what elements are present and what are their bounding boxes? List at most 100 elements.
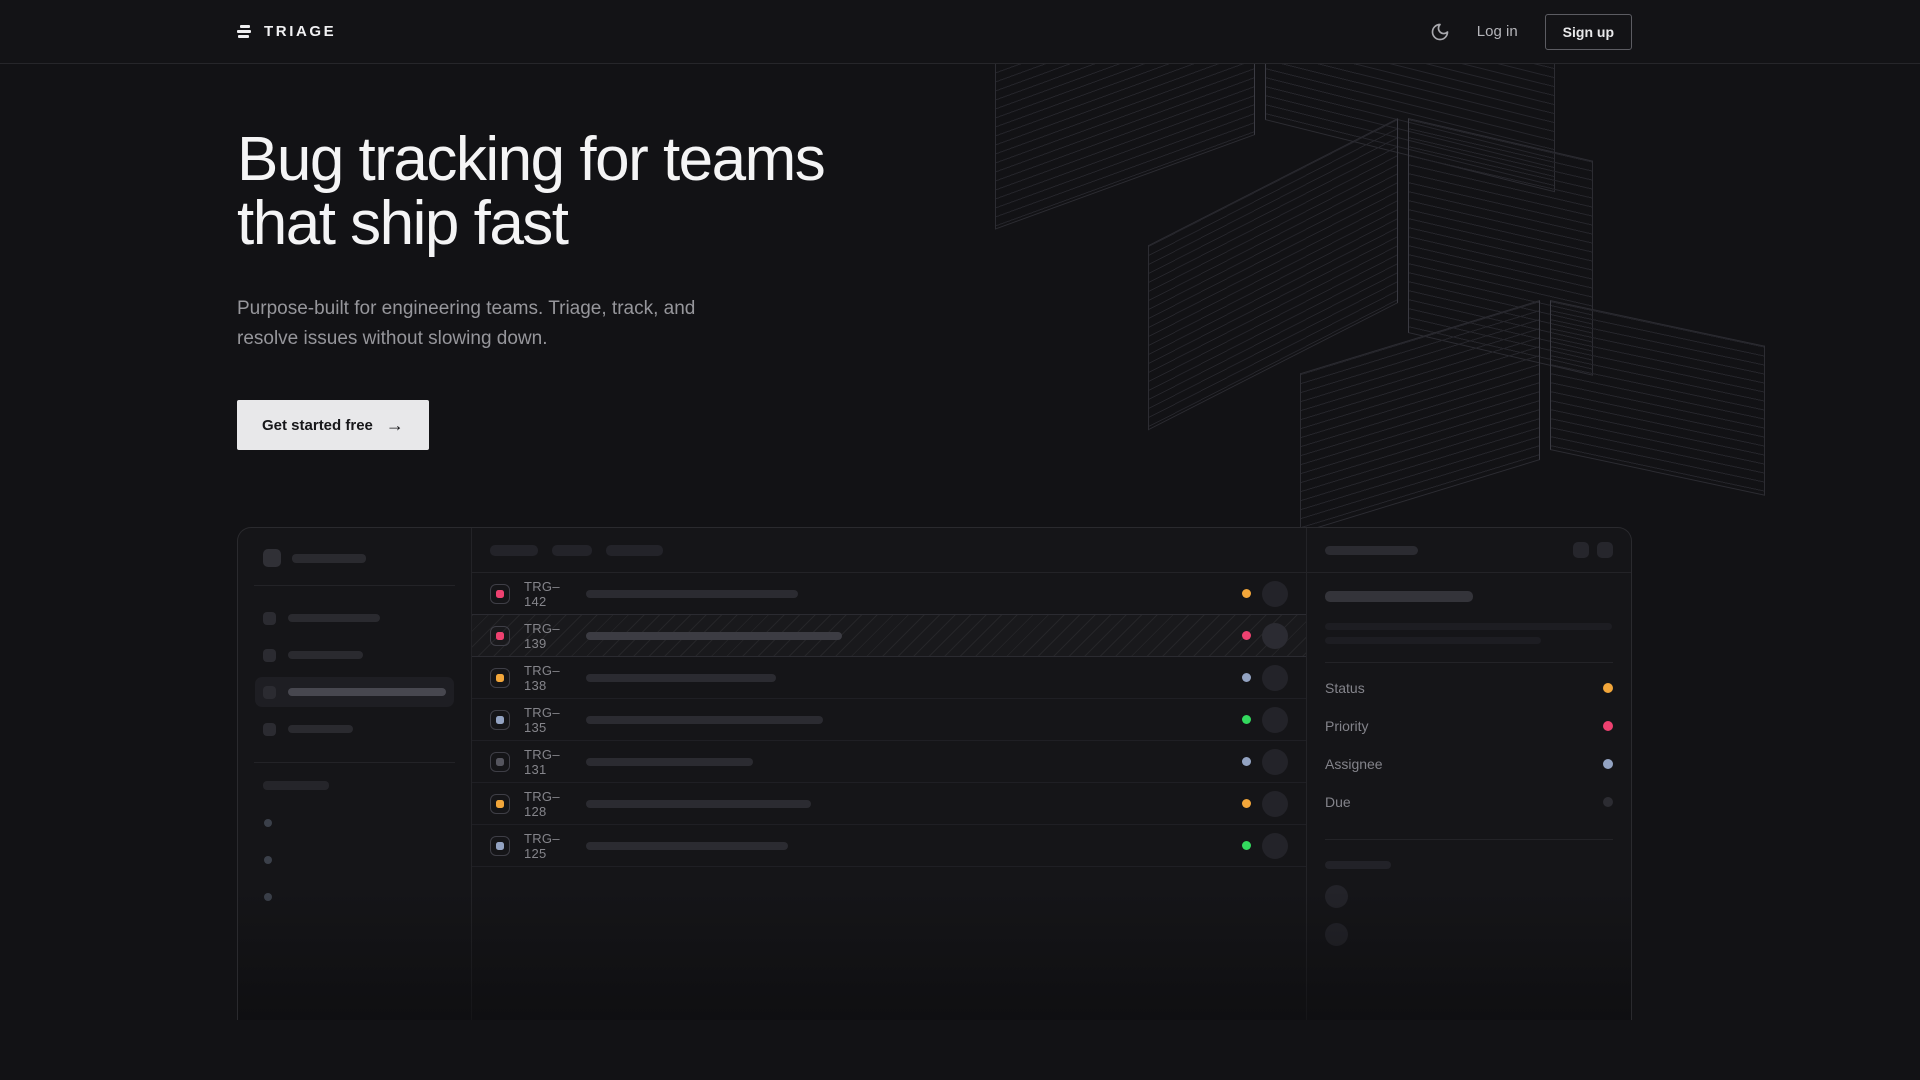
status-dot bbox=[1242, 673, 1251, 682]
detail-field-row[interactable]: Priority bbox=[1325, 707, 1613, 745]
arrow-right-icon: → bbox=[386, 415, 404, 436]
issue-title-skeleton bbox=[586, 590, 798, 598]
issue-id: TRG–128 bbox=[524, 789, 578, 819]
workspace-avatar bbox=[263, 549, 281, 567]
divider bbox=[1325, 839, 1613, 840]
detail-fields: Status Priority Assignee Due bbox=[1325, 669, 1613, 821]
sidebar-item[interactable] bbox=[255, 714, 454, 744]
divider bbox=[254, 585, 455, 586]
divider bbox=[254, 762, 455, 763]
detail-field-row[interactable]: Assignee bbox=[1325, 745, 1613, 783]
comment-avatar bbox=[1325, 923, 1348, 946]
workspace-switcher[interactable] bbox=[255, 549, 454, 567]
issue-id: TRG–125 bbox=[524, 831, 578, 861]
assignee-avatar bbox=[1262, 623, 1288, 649]
hero-title-line1: Bug tracking for teams bbox=[237, 125, 824, 194]
filter-tab-skeleton[interactable] bbox=[606, 545, 663, 556]
description-skeleton bbox=[1325, 623, 1612, 630]
assignee-avatar bbox=[1262, 665, 1288, 691]
get-started-label: Get started free bbox=[262, 417, 373, 434]
issue-title-skeleton bbox=[586, 842, 788, 850]
issue-row[interactable]: TRG–138 bbox=[472, 657, 1306, 699]
sidebar-item[interactable] bbox=[255, 640, 454, 670]
status-dot bbox=[1242, 589, 1251, 598]
issue-detail-panel: Status Priority Assignee Due bbox=[1307, 528, 1631, 1020]
detail-header bbox=[1307, 528, 1631, 573]
sidebar-list-dot bbox=[264, 856, 272, 864]
get-started-button[interactable]: Get started free → bbox=[237, 400, 429, 450]
brand-logo[interactable]: TRIAGE bbox=[237, 23, 336, 40]
detail-body: Status Priority Assignee Due bbox=[1307, 573, 1631, 964]
sidebar-item-icon bbox=[263, 686, 276, 699]
issue-type-dot bbox=[496, 800, 504, 808]
sidebar-item-skeleton bbox=[288, 688, 446, 696]
hero-subtitle: Purpose-built for engineering teams. Tri… bbox=[237, 294, 1920, 354]
field-label: Assignee bbox=[1325, 756, 1383, 772]
issue-type-dot bbox=[496, 842, 504, 850]
sidebar-list-dot bbox=[264, 819, 272, 827]
issue-type-icon bbox=[490, 794, 510, 814]
issue-row[interactable]: TRG–135 bbox=[472, 699, 1306, 741]
activity-label-skeleton bbox=[1325, 861, 1391, 869]
issue-list-panel: TRG–142 TRG–139 TRG–138 TRG–135 bbox=[472, 528, 1307, 1020]
issue-title-skeleton bbox=[586, 716, 823, 724]
hero-subtitle-line2: resolve issues without slowing down. bbox=[237, 328, 548, 349]
navbar-actions: Log in Sign up bbox=[1430, 14, 1632, 50]
issue-type-icon bbox=[490, 752, 510, 772]
issue-type-dot bbox=[496, 674, 504, 682]
issue-id: TRG–135 bbox=[524, 705, 578, 735]
issue-id: TRG–131 bbox=[524, 747, 578, 777]
issue-row[interactable]: TRG–131 bbox=[472, 741, 1306, 783]
issue-id: TRG–138 bbox=[524, 663, 578, 693]
issue-title-skeleton bbox=[586, 800, 811, 808]
issue-type-icon bbox=[490, 584, 510, 604]
sidebar-nav bbox=[255, 596, 454, 744]
filter-tab-skeleton[interactable] bbox=[552, 545, 592, 556]
sidebar-section-skeleton bbox=[263, 781, 329, 790]
issue-type-icon bbox=[490, 626, 510, 646]
detail-field-row[interactable]: Due bbox=[1325, 783, 1613, 821]
mockup-sidebar bbox=[238, 528, 472, 1020]
issue-row[interactable]: TRG–125 bbox=[472, 825, 1306, 867]
issue-type-dot bbox=[496, 716, 504, 724]
status-dot bbox=[1242, 841, 1251, 850]
issue-list-rows: TRG–142 TRG–139 TRG–138 TRG–135 bbox=[472, 573, 1306, 867]
sidebar-item-icon bbox=[263, 723, 276, 736]
issue-title-skeleton bbox=[586, 674, 776, 682]
theme-toggle-button[interactable] bbox=[1430, 22, 1450, 42]
sidebar-list-dot bbox=[264, 893, 272, 901]
issue-row[interactable]: TRG–128 bbox=[472, 783, 1306, 825]
status-dot bbox=[1242, 757, 1251, 766]
issue-type-dot bbox=[496, 758, 504, 766]
issue-type-icon bbox=[490, 710, 510, 730]
sidebar-item-skeleton bbox=[288, 614, 380, 622]
sidebar-item-icon bbox=[263, 649, 276, 662]
hero-subtitle-line1: Purpose-built for engineering teams. Tri… bbox=[237, 298, 695, 319]
issue-row[interactable]: TRG–139 bbox=[472, 615, 1306, 657]
detail-action-button[interactable] bbox=[1597, 542, 1613, 558]
comment-avatar bbox=[1325, 885, 1348, 908]
issue-row[interactable]: TRG–142 bbox=[472, 573, 1306, 615]
login-link[interactable]: Log in bbox=[1477, 23, 1518, 40]
detail-action-button[interactable] bbox=[1573, 542, 1589, 558]
issue-list-header bbox=[472, 528, 1306, 573]
field-label: Priority bbox=[1325, 718, 1369, 734]
issue-type-icon bbox=[490, 836, 510, 856]
sidebar-item-active[interactable] bbox=[255, 677, 454, 707]
issue-type-dot bbox=[496, 632, 504, 640]
sidebar-item-skeleton bbox=[288, 725, 353, 733]
assignee-avatar bbox=[1262, 791, 1288, 817]
hero-title-line2: that ship fast bbox=[237, 189, 568, 258]
divider bbox=[1325, 662, 1613, 663]
field-label: Due bbox=[1325, 794, 1351, 810]
field-value-dot bbox=[1603, 721, 1613, 731]
signup-button[interactable]: Sign up bbox=[1545, 14, 1632, 50]
sidebar-item[interactable] bbox=[255, 603, 454, 633]
moon-icon bbox=[1430, 22, 1450, 42]
filter-tab-skeleton[interactable] bbox=[490, 545, 538, 556]
detail-field-row[interactable]: Status bbox=[1325, 669, 1613, 707]
assignee-avatar bbox=[1262, 833, 1288, 859]
issue-title-skeleton bbox=[586, 758, 753, 766]
status-dot bbox=[1242, 715, 1251, 724]
